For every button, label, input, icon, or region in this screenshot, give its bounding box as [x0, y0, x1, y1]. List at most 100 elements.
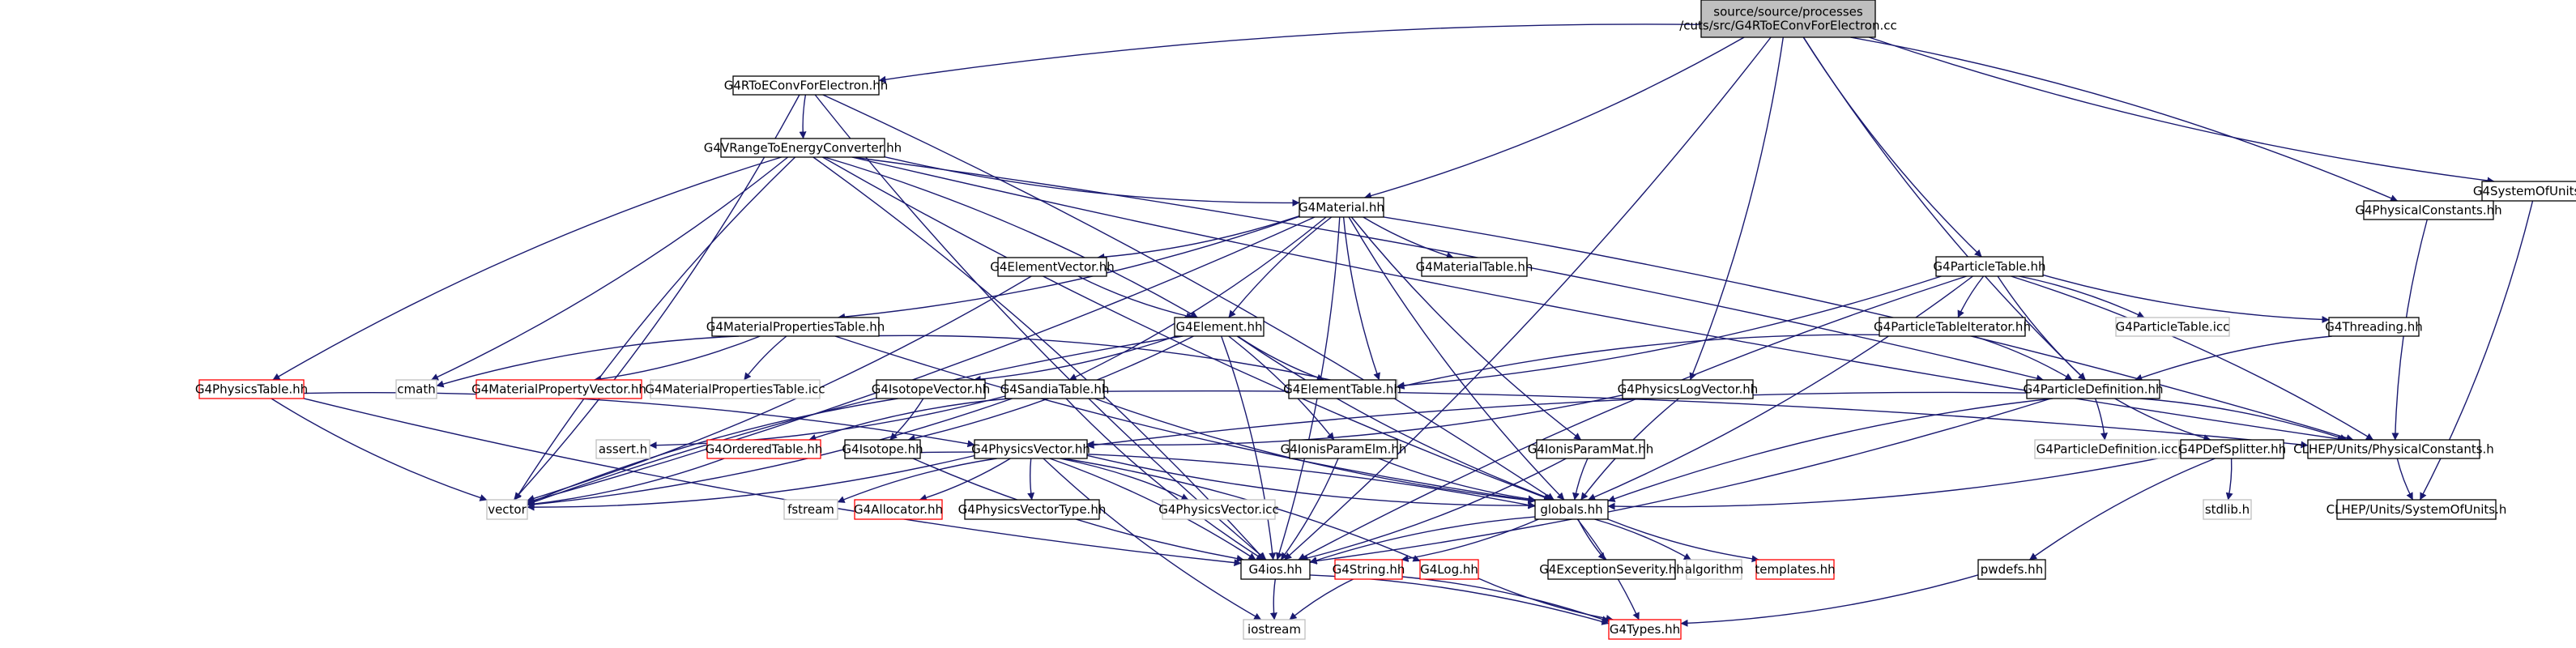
node-label-pdeficc: G4ParticleDefinition.icc: [2036, 442, 2178, 457]
node-matpropicc[interactable]: G4MaterialPropertiesTable.icc: [645, 379, 825, 399]
edge-material-to-element: [1228, 216, 1333, 318]
edge-element-to-globals: [1236, 335, 1554, 501]
node-allocator[interactable]: G4Allocator.hh: [854, 499, 943, 520]
node-box-isotope: [844, 439, 921, 459]
node-vrange[interactable]: G4VRangeToEnergyConverter.hh: [704, 138, 902, 158]
node-algorithm[interactable]: algorithm: [1685, 559, 1743, 580]
node-assert[interactable]: assert.h: [595, 439, 650, 459]
node-box-pdefsplit: [2180, 439, 2284, 459]
node-log[interactable]: G4Log.hh: [1419, 559, 1479, 580]
node-matprop[interactable]: G4MaterialPropertiesTable.hh: [706, 317, 885, 337]
node-box-threading: [2328, 317, 2420, 337]
node-types[interactable]: G4Types.hh: [1608, 619, 1682, 640]
node-fstream[interactable]: fstream: [783, 499, 838, 520]
edge-pdef-to-physvec: [1086, 391, 2028, 449]
edge-vrange-to-clhepconst: [851, 156, 2345, 443]
edge-matprop-to-matpropvec: [594, 335, 761, 383]
node-box-ionmat: [1536, 439, 1645, 459]
node-label-root: source/source/processes: [1713, 5, 1863, 19]
node-physictable[interactable]: G4PhysicsTable.hh: [195, 379, 308, 399]
node-box-mattable: [1421, 257, 1528, 277]
node-clhepconst[interactable]: CLHEP/Units/PhysicalConstants.h: [2293, 439, 2494, 459]
node-pvtype[interactable]: G4PhysicsVectorType.hh: [958, 499, 1107, 520]
edge-ptable-to-ios: [1298, 275, 1967, 561]
node-pdeficc[interactable]: G4ParticleDefinition.icc: [2034, 439, 2180, 459]
node-isovec[interactable]: G4IsotopeVector.hh: [872, 379, 991, 399]
node-box-ios: [1240, 559, 1311, 580]
node-label-pvicc: G4PhysicsVector.icc: [1158, 502, 1279, 517]
node-box-ionelm: [1289, 439, 1398, 459]
node-label-ionelm: G4IonisParamElm.hh: [1281, 442, 1407, 457]
node-label-physlogvec: G4PhysicsLogVector.hh: [1618, 382, 1759, 397]
node-ptableit[interactable]: G4ParticleTableIterator.hh: [1874, 317, 2031, 337]
node-label-element: G4Element.hh: [1175, 320, 1262, 335]
node-root[interactable]: source/source/processes/cuts/src/G4RToEC…: [1679, 0, 1897, 38]
node-pwdefs[interactable]: pwdefs.hh: [1977, 559, 2046, 580]
node-cmath[interactable]: cmath: [395, 379, 437, 399]
edge-ionmat-to-ios: [1300, 458, 1567, 562]
edge-element-to-isovec: [973, 335, 1177, 383]
node-label-isotope: G4Isotope.hh: [842, 442, 923, 457]
node-ionmat[interactable]: G4IonisParamMat.hh: [1528, 439, 1654, 459]
node-label-ptable: G4ParticleTable.hh: [1933, 259, 2045, 274]
node-box-ptableit: [1879, 317, 2026, 337]
node-box-ptable: [1935, 256, 2044, 277]
node-box-cmath: [395, 379, 437, 399]
node-ios[interactable]: G4ios.hh: [1240, 559, 1311, 580]
node-box-types: [1608, 619, 1682, 640]
edge-sandia-to-ios: [1065, 398, 1265, 561]
node-material[interactable]: G4Material.hh: [1299, 197, 1384, 218]
node-stdlib[interactable]: stdlib.h: [2203, 499, 2252, 520]
edge-material-to-matprop: [838, 215, 1300, 321]
node-pdefsplit[interactable]: G4PDefSplitter.hh: [2178, 439, 2286, 459]
edge-physvec-to-allocator: [919, 458, 1011, 501]
node-clhepunits[interactable]: CLHEP/Units/SystemOfUnits.h: [2327, 499, 2507, 520]
node-ionelm[interactable]: G4IonisParamElm.hh: [1281, 439, 1407, 459]
node-sandia[interactable]: G4SandiaTable.hh: [1000, 379, 1110, 399]
edge-pdefsplit-to-globals: [1607, 453, 2181, 510]
edge-sandia-to-clhepconst: [1103, 390, 2309, 449]
edge-physvec-to-ios: [1049, 458, 1256, 561]
node-box-pdeficc: [2034, 439, 2180, 459]
node-mattable[interactable]: G4MaterialTable.hh: [1416, 257, 1533, 277]
node-string[interactable]: G4String.hh: [1333, 559, 1405, 580]
node-physvec[interactable]: G4PhysicsVector.hh: [971, 439, 1090, 459]
node-pdef[interactable]: G4ParticleDefinition.hh: [2023, 379, 2164, 399]
node-ptable[interactable]: G4ParticleTable.hh: [1933, 256, 2046, 277]
node-sysunits[interactable]: G4SystemOfUnits.hh: [2473, 181, 2576, 202]
edge-physvec-to-pvtype: [1027, 458, 1035, 501]
node-label-clhepconst: CLHEP/Units/PhysicalConstants.h: [2293, 442, 2494, 457]
edge-vrange-to-element: [824, 156, 1198, 318]
node-box-matprop: [711, 317, 880, 337]
node-templates[interactable]: templates.hh: [1755, 559, 1836, 580]
node-vector[interactable]: vector: [486, 499, 528, 520]
node-box-iostream: [1243, 619, 1306, 640]
node-ordered[interactable]: G4OrderedTable.hh: [706, 439, 823, 459]
node-physlogvec[interactable]: G4PhysicsLogVector.hh: [1618, 379, 1759, 399]
node-label-vrange: G4VRangeToEnergyConverter.hh: [704, 141, 902, 156]
node-pvicc[interactable]: G4PhysicsVector.icc: [1158, 499, 1279, 520]
node-globals[interactable]: globals.hh: [1534, 499, 1609, 520]
edge-globals-to-algorithm: [1594, 518, 1691, 561]
node-rtoe[interactable]: G4RToEConvForElectron.hh: [724, 75, 889, 96]
edge-ptable-to-clhepconst: [2011, 275, 2373, 441]
node-physconst[interactable]: G4PhysicalConstants.hh: [2355, 200, 2502, 220]
node-elemtable[interactable]: G4ElementTable.hh: [1283, 379, 1401, 399]
node-element[interactable]: G4Element.hh: [1174, 317, 1265, 337]
node-ptableicc[interactable]: G4ParticleTable.icc: [2115, 317, 2230, 337]
edge-physictable-to-vector: [271, 398, 488, 501]
node-excsev[interactable]: G4ExceptionSeverity.hh: [1539, 559, 1684, 580]
edge-material-to-ionmat: [1350, 216, 1582, 441]
node-isotope[interactable]: G4Isotope.hh: [842, 439, 923, 459]
node-threading[interactable]: G4Threading.hh: [2325, 317, 2423, 337]
node-box-matpropvec: [476, 379, 642, 399]
node-box-fstream: [783, 499, 838, 520]
node-label-elemtable: G4ElementTable.hh: [1283, 382, 1401, 397]
node-elemvec[interactable]: G4ElementVector.hh: [990, 257, 1115, 277]
node-label-pdef: G4ParticleDefinition.hh: [2023, 382, 2163, 397]
node-matpropvec[interactable]: G4MaterialPropertyVector.hh: [471, 379, 646, 399]
node-iostream[interactable]: iostream: [1243, 619, 1306, 640]
node-label-rtoe: G4RToEConvForElectron.hh: [724, 79, 889, 93]
node-box-sandia: [1004, 379, 1105, 399]
edge-ionelm-to-globals: [1378, 458, 1536, 503]
